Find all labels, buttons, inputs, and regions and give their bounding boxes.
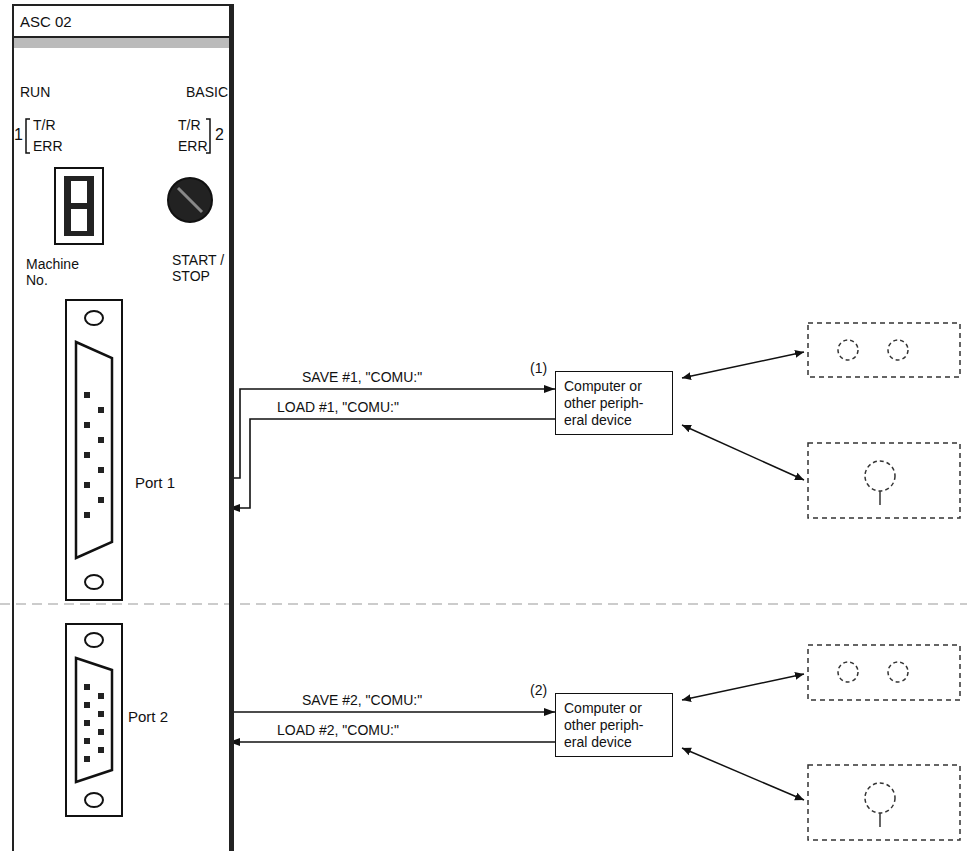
dsub-shell	[76, 658, 112, 782]
dashed-circle	[865, 461, 895, 491]
port-label: Port 2	[128, 708, 168, 725]
panel-label: 1	[14, 126, 23, 144]
command-label: SAVE #1, "COMU:"	[300, 369, 424, 385]
double-arrow	[682, 352, 804, 378]
connector-frame	[66, 624, 122, 816]
device-label: Computer or other periph- eral device	[564, 700, 664, 750]
panel-label: 2	[215, 126, 224, 144]
command-label: LOAD #2, "COMU:"	[275, 722, 401, 738]
knob-slot	[178, 188, 202, 212]
panel-label: T/R	[33, 117, 56, 133]
led-bracket	[26, 119, 30, 153]
connector-screw	[85, 633, 103, 647]
double-arrow	[682, 748, 804, 800]
callout-number: (2)	[530, 682, 547, 698]
start-stop-knob	[168, 178, 212, 222]
callout-number: (1)	[530, 360, 547, 376]
connector-arrow	[229, 419, 555, 508]
dashed-tick	[879, 813, 881, 827]
dashed-device	[808, 645, 960, 700]
dashed-circle	[838, 340, 858, 360]
panel-label: START / STOP	[172, 252, 228, 284]
module-name: ASC 02	[14, 6, 229, 38]
connector-pins	[84, 392, 104, 518]
dashed-circle	[888, 662, 908, 682]
dashed-circle	[838, 662, 858, 682]
device-box: Computer or other periph- eral device	[555, 371, 673, 435]
double-arrow	[682, 425, 804, 480]
connector-arrow	[229, 389, 555, 478]
device-label: Computer or other periph- eral device	[564, 378, 664, 428]
connector-arrow	[229, 741, 555, 743]
dashed-device	[808, 323, 960, 377]
thumbwheel-switch	[55, 168, 103, 244]
connector-screw	[85, 311, 103, 325]
separator-line	[0, 604, 967, 605]
dashed-circle	[865, 783, 895, 813]
thumbwheel-window	[71, 209, 87, 231]
connector-arrow	[229, 711, 555, 713]
dsub-shell	[76, 342, 112, 558]
double-arrow	[682, 674, 804, 700]
panel-label: RUN	[20, 84, 50, 100]
connector-pins	[84, 684, 104, 762]
command-label: LOAD #1, "COMU:"	[275, 399, 401, 415]
serial-port: Port 1	[62, 296, 229, 608]
header-band	[14, 38, 229, 48]
command-label: SAVE #2, "COMU:"	[300, 692, 424, 708]
dashed-device	[808, 443, 960, 518]
connector-frame	[66, 300, 122, 600]
panel-label: BASIC	[186, 84, 228, 100]
connector-screw	[85, 575, 103, 589]
port-label: Port 1	[135, 474, 175, 491]
panel-label: Machine No.	[26, 256, 90, 288]
dashed-tick	[879, 491, 881, 505]
panel-label: ERR	[178, 138, 208, 154]
panel-label: T/R	[178, 117, 201, 133]
serial-port: Port 2	[62, 620, 229, 830]
panel-label: ERR	[33, 138, 63, 154]
dashed-device	[808, 765, 960, 840]
thumbwheel-body	[64, 176, 94, 236]
thumbwheel-window	[71, 181, 87, 203]
dashed-circle	[888, 340, 908, 360]
device-box: Computer or other periph- eral device	[555, 693, 673, 757]
connector-screw	[85, 793, 103, 807]
